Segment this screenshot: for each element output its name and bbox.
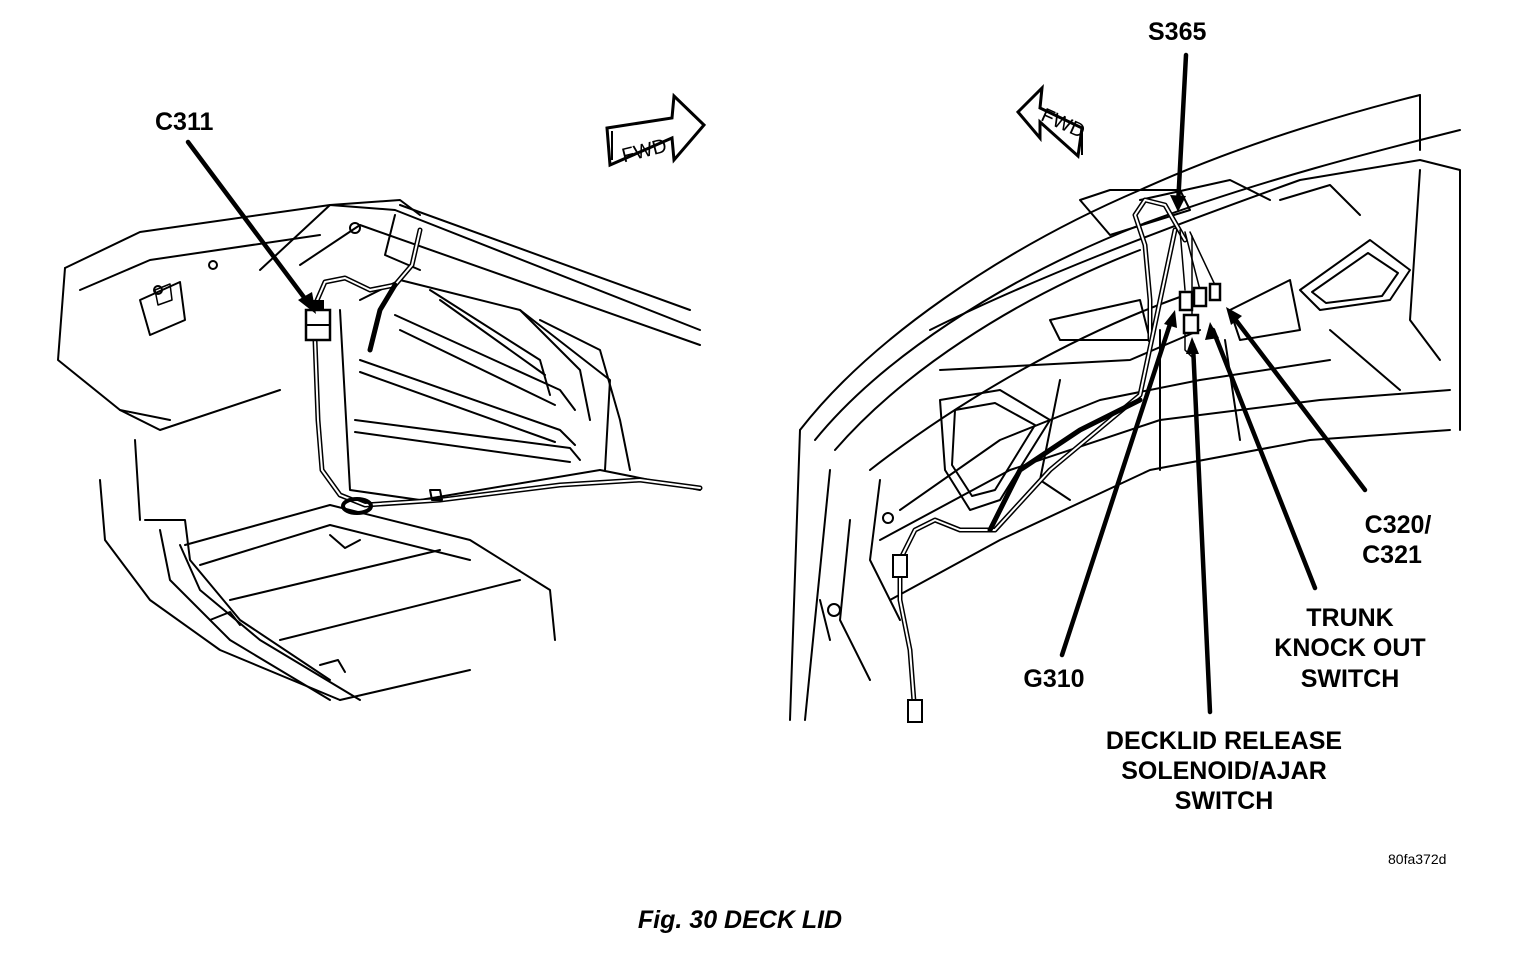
g310-leader-line — [1059, 315, 1175, 658]
label-trunk-knockout-line1: TRUNK — [1306, 604, 1394, 632]
label-trunk-knockout-line3: SWITCH — [1301, 665, 1400, 693]
label-decklid-line3: SWITCH — [1175, 787, 1274, 815]
figure-caption: Fig. 30 DECK LID — [638, 906, 842, 934]
label-decklid-line1: DECKLID RELEASE — [1106, 727, 1342, 755]
label-c320-line2: C321 — [1362, 541, 1422, 569]
label-g310: G310 — [1023, 665, 1084, 693]
label-s365: S365 — [1148, 18, 1206, 46]
label-c320-line1: C320/ — [1365, 511, 1432, 539]
decklid-release-leader-line — [1190, 342, 1213, 715]
fwd-arrow-right: FWD — [1015, 83, 1088, 159]
label-c311: C311 — [155, 108, 213, 136]
leader-lines-right — [1059, 52, 1368, 715]
right-decklid-view — [789, 94, 1461, 723]
left-trunk-view — [57, 199, 703, 701]
label-decklid-line2: SOLENOID/AJAR — [1121, 757, 1327, 785]
trunk-knockout-leader-line — [1210, 327, 1318, 591]
c320-leader-line — [1229, 312, 1368, 493]
fwd-arrow-left: FWD — [605, 92, 707, 167]
s365-leader-line — [1175, 52, 1189, 208]
c311-leader-line — [185, 139, 315, 311]
label-trunk-knockout-line2: KNOCK OUT — [1274, 634, 1425, 662]
c311-arrowhead — [298, 292, 316, 314]
image-code: 80fa372d — [1388, 851, 1446, 867]
